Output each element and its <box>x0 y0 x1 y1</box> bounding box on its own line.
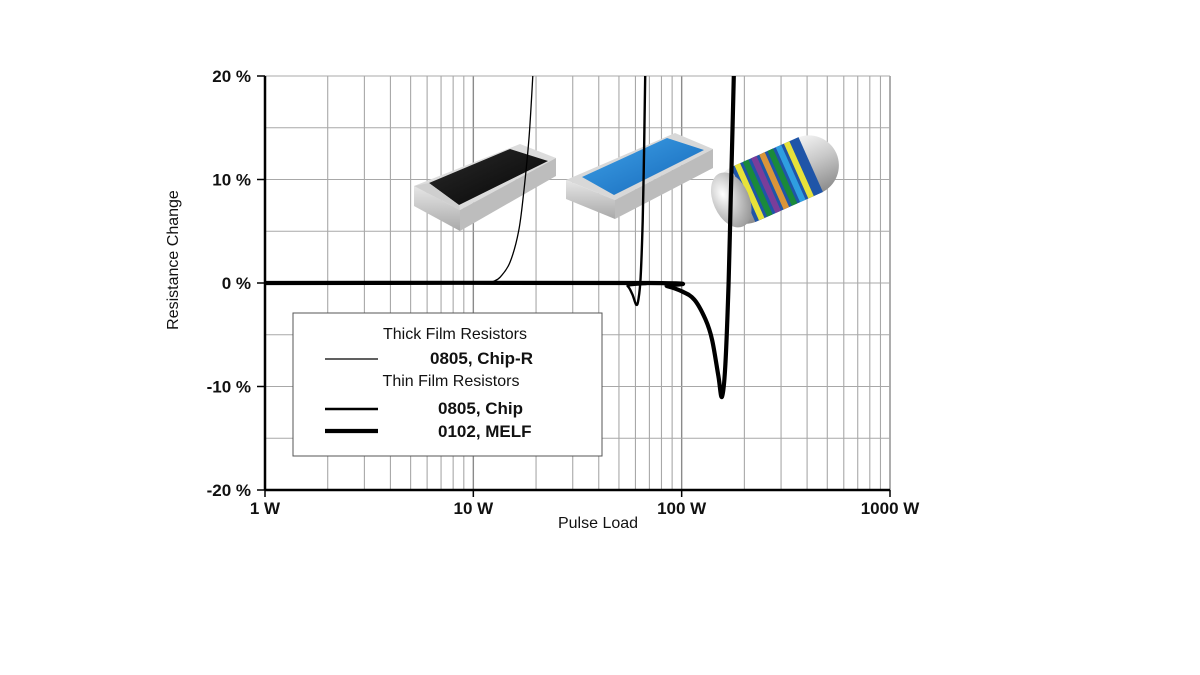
y-tick-label: 20 % <box>212 67 251 86</box>
legend: Thick Film Resistors 0805, Chip-R Thin F… <box>292 312 603 457</box>
melf-resistor-picture <box>710 135 839 228</box>
legend-heading-thick-film: Thick Film Resistors <box>383 326 527 343</box>
series-line-2 <box>265 76 736 400</box>
x-tick-label: 1 W <box>250 499 281 518</box>
legend-label-chip: 0805, Chip <box>438 399 523 418</box>
y-tick-label: -10 % <box>207 378 251 397</box>
thick-film-chip-picture <box>414 144 556 231</box>
thin-film-chip-picture <box>566 133 713 219</box>
y-tick-label: -20 % <box>207 481 251 500</box>
tick-labels: 1 W 10 W 100 W 1000 W 20 % 10 % 0 % -10 % -20 % <box>207 67 921 518</box>
y-tick-label: 10 % <box>212 171 251 190</box>
series-layer <box>265 76 736 400</box>
legend-label-melf: 0102, MELF <box>438 422 532 441</box>
x-tick-label: 100 W <box>657 499 707 518</box>
x-tick-label: 1000 W <box>861 499 921 518</box>
legend-heading-thin-film: Thin Film Resistors <box>383 373 520 390</box>
x-axis-title: Pulse Load <box>558 515 638 532</box>
x-tick-label: 10 W <box>453 499 494 518</box>
y-tick-label: 0 % <box>222 274 251 293</box>
y-axis-title: Resistance Change <box>165 190 182 330</box>
legend-label-chip-r: 0805, Chip-R <box>430 349 533 368</box>
